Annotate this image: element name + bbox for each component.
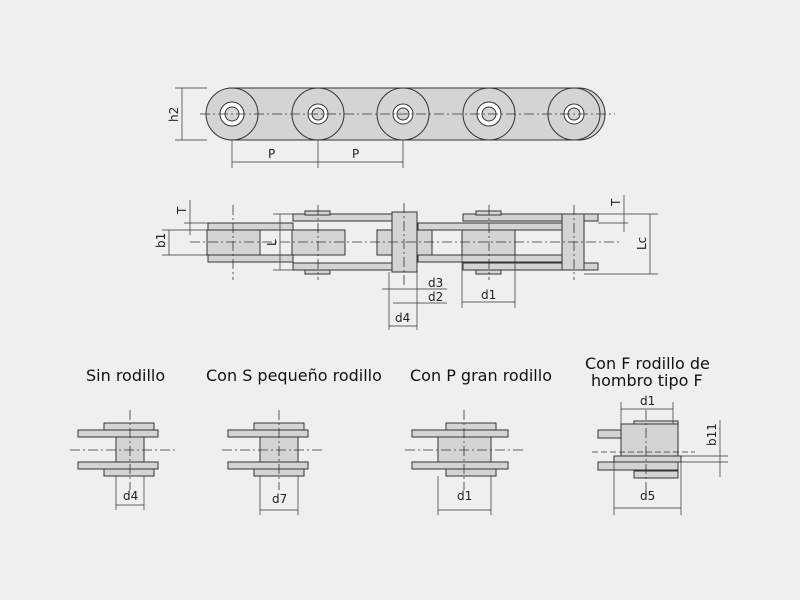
pitch-label: P <box>352 147 359 161</box>
variant-title: Con F rodillo de <box>585 354 710 373</box>
l-label: L <box>265 239 279 246</box>
variant-sin-rodillo: Sin rodillo d4 <box>70 366 175 510</box>
variant-f-rodillo: Con F rodillo de hombro tipo F d1 d5 b11 <box>585 354 728 515</box>
variant-title: Sin rodillo <box>86 366 165 385</box>
pitch-label: P <box>268 147 275 161</box>
side-view: b1 T L T Lc d3 d2 d4 d1 <box>154 195 658 330</box>
variant-s-rodillo: Con S pequeño rodillo d7 <box>206 366 382 515</box>
t-right-label: T <box>609 198 623 207</box>
top-view: h2 P P <box>167 87 615 168</box>
d5-label: d5 <box>640 489 655 503</box>
d3-label: d3 <box>428 276 443 290</box>
b11-label: b11 <box>705 423 719 446</box>
d4-label: d4 <box>395 311 410 325</box>
variant-title: hombro tipo F <box>591 371 703 390</box>
d4-label: d4 <box>123 489 138 503</box>
lc-label: Lc <box>635 237 649 250</box>
d1-label: d1 <box>457 489 472 503</box>
d1-label: d1 <box>481 288 496 302</box>
variant-p-rodillo: Con P gran rodillo d1 <box>405 366 552 515</box>
variant-title: Con P gran rodillo <box>410 366 552 385</box>
b1-label: b1 <box>154 233 168 248</box>
d1-label: d1 <box>640 394 655 408</box>
d7-label: d7 <box>272 492 287 506</box>
d2-label: d2 <box>428 290 443 304</box>
variant-title: Con S pequeño rodillo <box>206 366 382 385</box>
h2-label: h2 <box>167 107 181 122</box>
t-left-label: T <box>175 206 189 215</box>
